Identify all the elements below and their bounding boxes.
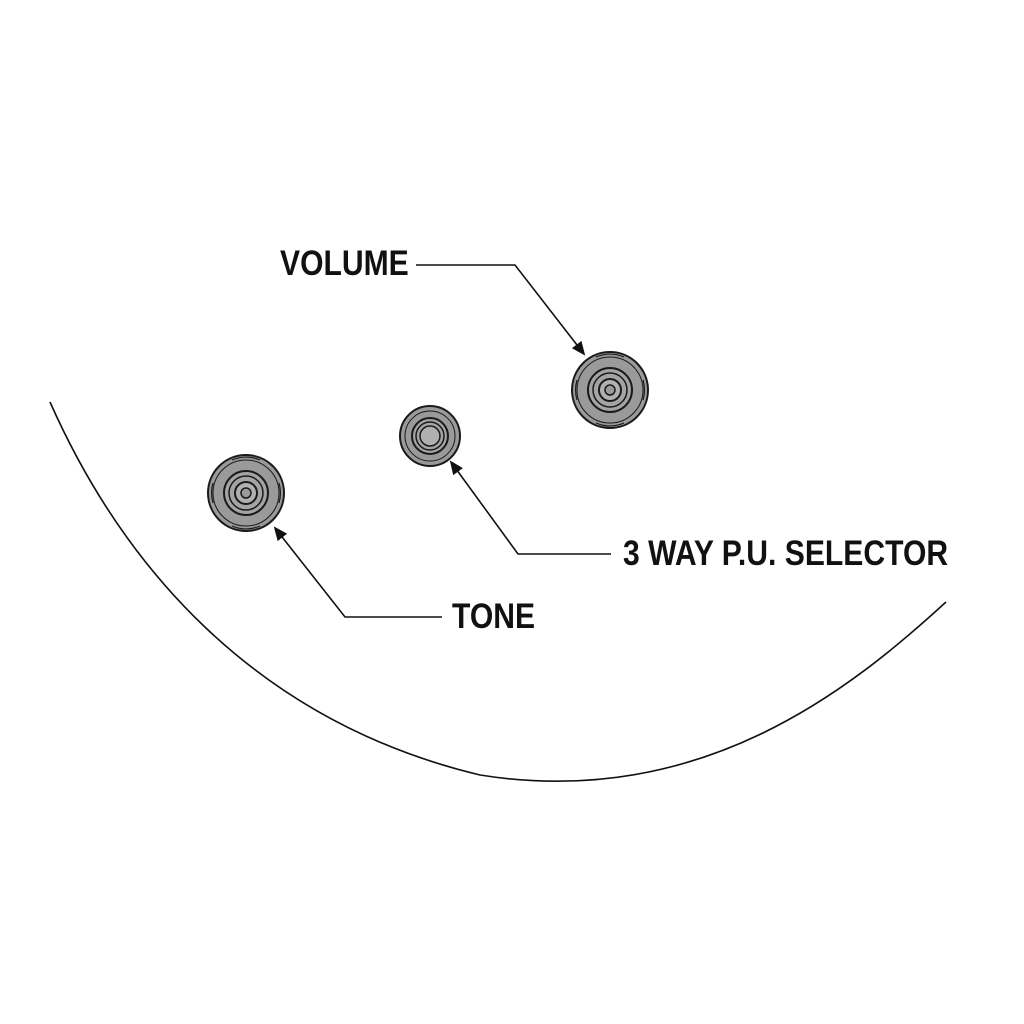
pickup-selector-switch[interactable] [399,405,461,467]
tone-label: TONE [452,597,536,636]
pickup-selector-label: 3 WAY P.U. SELECTOR [623,534,949,573]
volume-leader-line [416,264,586,356]
tone-knob[interactable] [207,454,285,532]
guitar-body-outline [49,401,947,783]
volume-label: VOLUME [280,244,409,283]
volume-knob[interactable] [571,351,649,429]
selector-leader-line [449,460,611,555]
tone-leader-line [273,526,442,618]
